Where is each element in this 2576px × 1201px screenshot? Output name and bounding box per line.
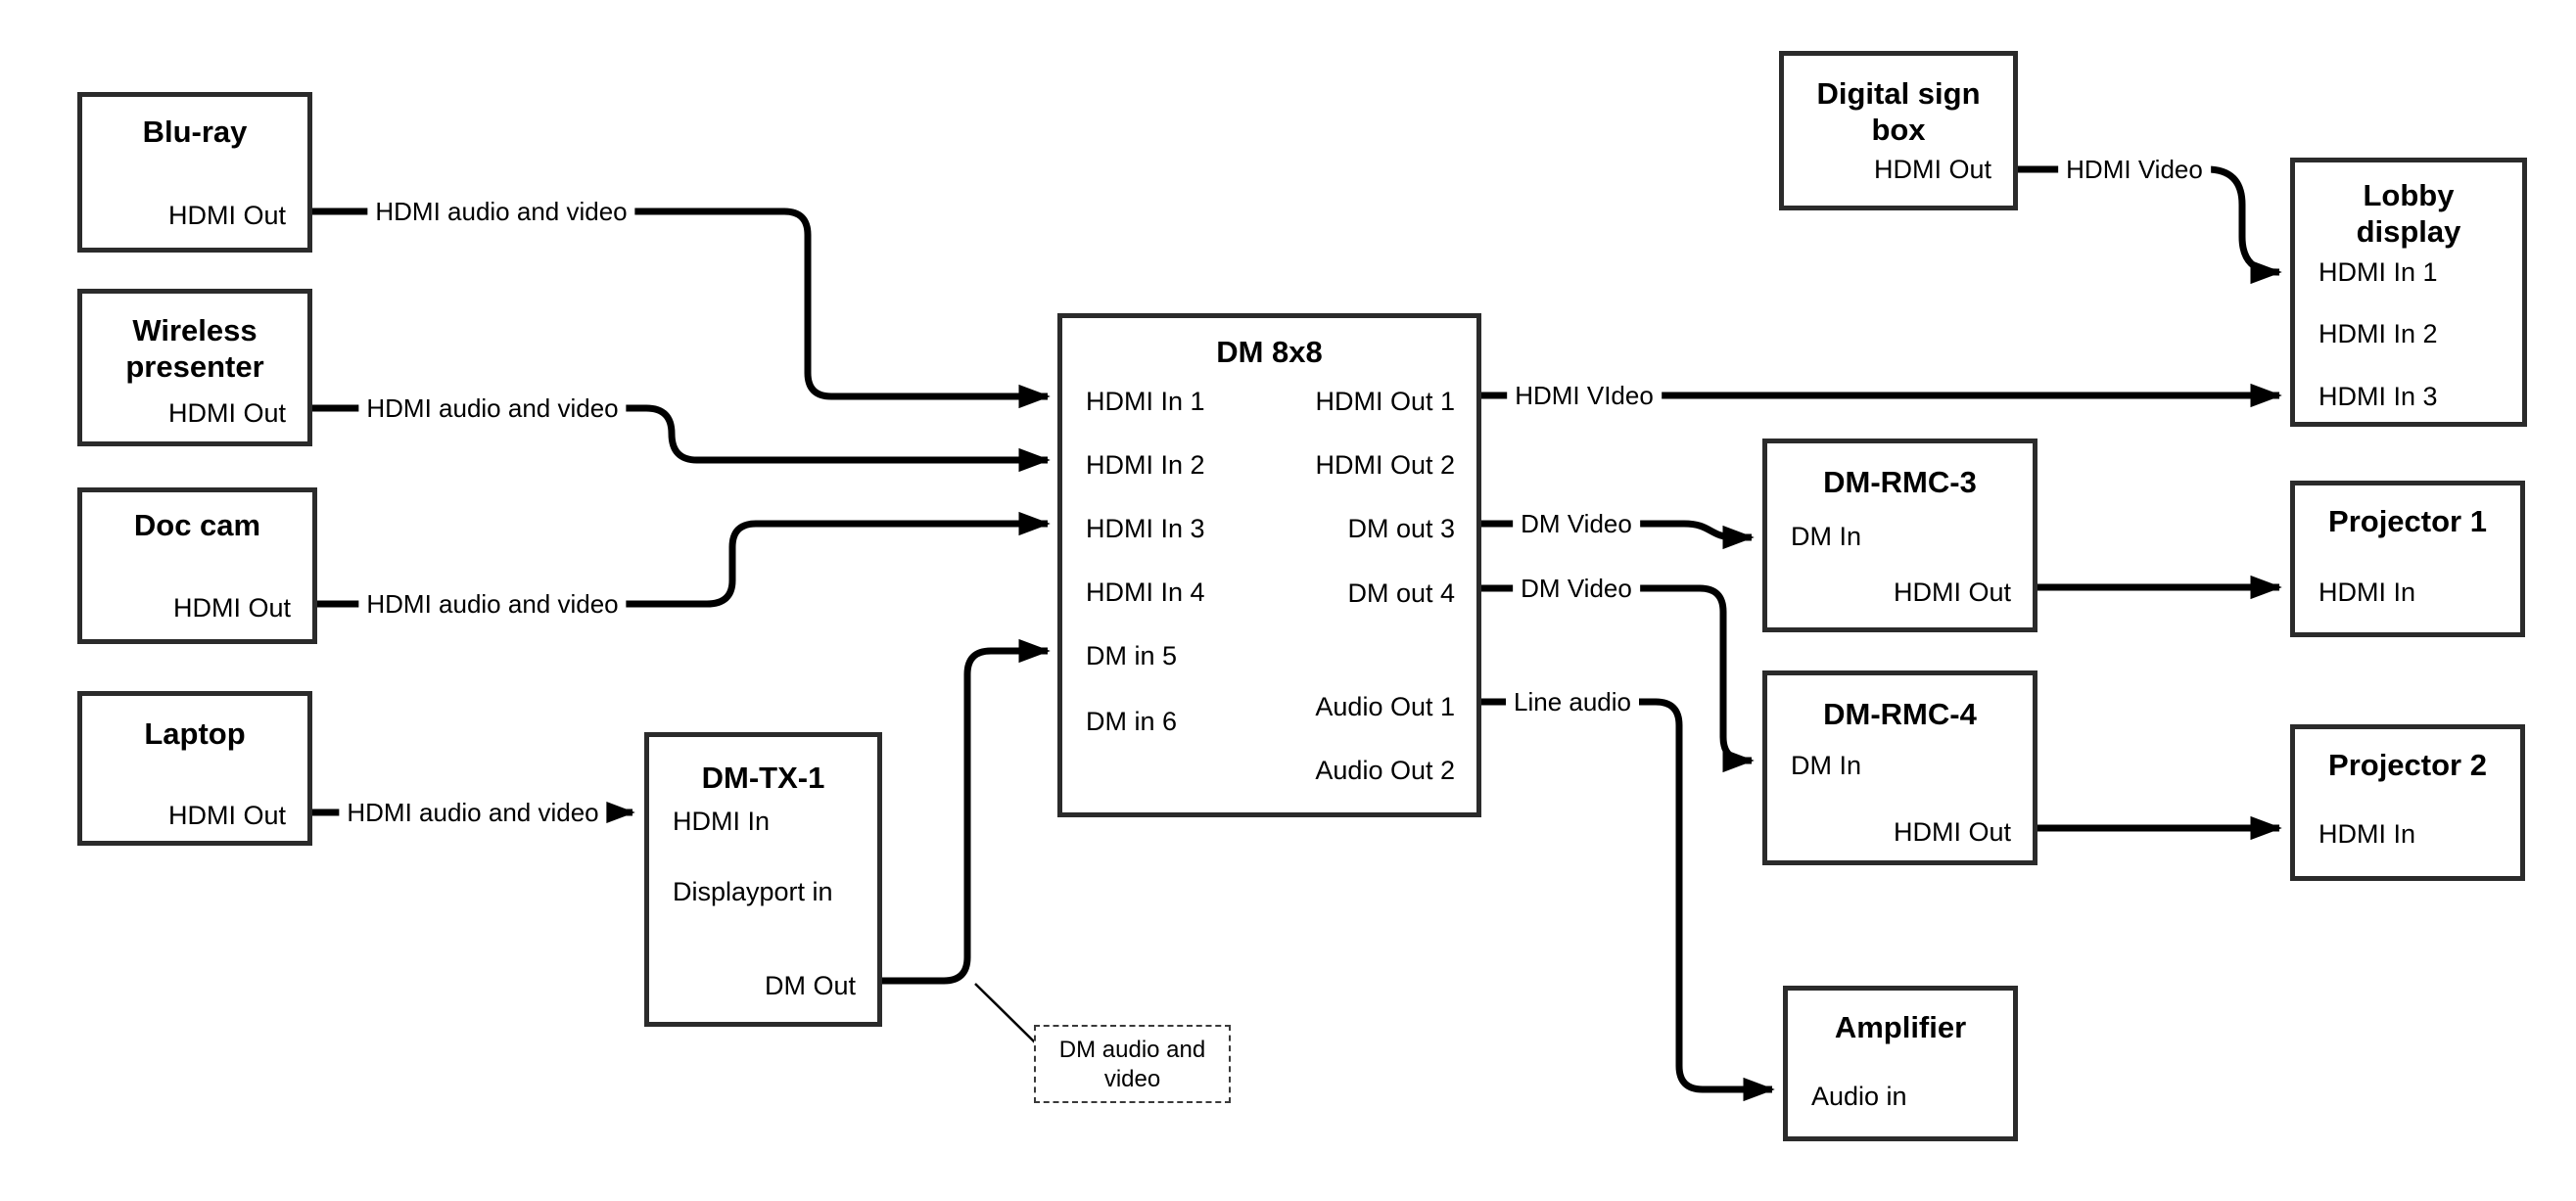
node-digital-sign-box: Digital sign box HDMI Out <box>1779 51 2018 210</box>
wire-label-hdmi-video-long: HDMI VIdeo <box>1507 379 1662 412</box>
wire-label-hdmi-video-sign: HDMI Video <box>2058 153 2211 186</box>
node-blu-ray: Blu-ray HDMI Out <box>77 92 312 253</box>
wire-sign-to-lobby-in1 <box>2018 165 2282 285</box>
node-dm-rmc-3: DM-RMC-3 DM In HDMI Out <box>1762 439 2037 632</box>
node-title: Lobby display <box>2356 178 2461 249</box>
wire-doccam-to-dm8x8-in3 <box>317 511 1051 608</box>
port-hdmi-out-2: HDMI Out 2 <box>1315 450 1455 480</box>
port-dm-in-6: DM in 6 <box>1086 707 1178 736</box>
node-dm-tx-1: DM-TX-1 HDMI In Displayport in DM Out <box>644 732 882 1027</box>
port-displayport-in: Displayport in <box>673 877 833 906</box>
node-amplifier: Amplifier Audio in <box>1783 986 2018 1141</box>
port-hdmi-in: HDMI In <box>673 807 771 836</box>
wire-label-bluray: HDMI audio and video <box>367 195 635 228</box>
wire-label-wireless: HDMI audio and video <box>358 392 627 425</box>
node-dm-8x8: DM 8x8 HDMI In 1 HDMI In 2 HDMI In 3 HDM… <box>1057 313 1481 817</box>
port-dm-out: DM Out <box>764 971 856 1000</box>
wire-wireless-to-dm8x8-in2 <box>312 404 1051 473</box>
port-dm-in: DM In <box>1791 522 1862 551</box>
node-projector-2: Projector 2 HDMI In <box>2290 724 2525 881</box>
port-hdmi-out: HDMI Out <box>172 593 291 623</box>
port-hdmi-out: HDMI Out <box>167 398 286 428</box>
wire-label-laptop: HDMI audio and video <box>339 796 607 829</box>
node-title: Digital sign box <box>1816 76 1981 147</box>
port-hdmi-out-1: HDMI Out 1 <box>1315 387 1455 416</box>
wire-label-dm-video-3: DM Video <box>1513 507 1640 540</box>
port-dm-in-5: DM in 5 <box>1086 641 1178 670</box>
port-hdmi-in: HDMI In <box>2318 819 2416 849</box>
port-hdmi-in-4: HDMI In 4 <box>1086 577 1205 607</box>
wire-bluray-to-dm8x8-in1 <box>312 208 1051 409</box>
wire-dm8x8-out4-to-dmrmc4 <box>1481 584 1755 773</box>
port-hdmi-out: HDMI Out <box>1893 817 2011 847</box>
node-title: DM-RMC-4 <box>1823 697 1977 731</box>
wire-label-line-audio: Line audio <box>1506 685 1639 718</box>
port-hdmi-in-1: HDMI In 1 <box>2318 257 2438 287</box>
wire-dm8x8-aout1-to-amplifier <box>1481 698 1775 1102</box>
port-dm-out-4: DM out 4 <box>1347 578 1455 608</box>
node-lobby-display: Lobby display HDMI In 1 HDMI In 2 HDMI I… <box>2290 158 2527 427</box>
port-hdmi-in-3: HDMI In 3 <box>1086 514 1205 543</box>
node-title: Projector 2 <box>2328 748 2487 782</box>
port-hdmi-out: HDMI Out <box>167 201 286 230</box>
wire-label-dm-video-4: DM Video <box>1513 572 1640 605</box>
port-hdmi-out: HDMI Out <box>167 801 286 830</box>
node-title: Wireless presenter <box>125 313 264 384</box>
port-hdmi-in-3: HDMI In 3 <box>2318 382 2438 411</box>
node-title: Blu-ray <box>142 115 248 149</box>
port-dm-out-3: DM out 3 <box>1347 514 1455 543</box>
node-doc-cam: Doc cam HDMI Out <box>77 487 317 644</box>
port-audio-in: Audio in <box>1811 1082 1907 1111</box>
port-hdmi-in-2: HDMI In 2 <box>1086 450 1205 480</box>
node-title: Laptop <box>144 716 246 751</box>
wire-label-doccam: HDMI audio and video <box>358 587 627 621</box>
node-title: Amplifier <box>1834 1010 1967 1044</box>
wire-dm8x8-out3-to-dmrmc3 <box>1481 520 1755 550</box>
wire-dmtx1-to-dm8x8-in5 <box>882 638 1051 985</box>
node-projector-1: Projector 1 HDMI In <box>2290 481 2525 637</box>
port-dm-in: DM In <box>1791 751 1862 780</box>
node-laptop: Laptop HDMI Out <box>77 691 312 846</box>
port-audio-out-2: Audio Out 2 <box>1315 756 1455 785</box>
port-hdmi-in-1: HDMI In 1 <box>1086 387 1205 416</box>
port-hdmi-out: HDMI Out <box>1893 577 2011 607</box>
node-title: Doc cam <box>133 508 261 542</box>
node-title: DM-TX-1 <box>701 761 825 795</box>
node-dm-rmc-4: DM-RMC-4 DM In HDMI Out <box>1762 670 2037 865</box>
note-callout-line <box>974 983 1037 1044</box>
port-hdmi-in-2: HDMI In 2 <box>2318 319 2438 348</box>
port-hdmi-in: HDMI In <box>2318 577 2416 607</box>
node-title: DM-RMC-3 <box>1823 465 1977 499</box>
port-hdmi-out: HDMI Out <box>1873 155 1991 184</box>
node-wireless-presenter: Wireless presenter HDMI Out <box>77 289 312 446</box>
node-title: Projector 1 <box>2328 504 2487 538</box>
node-title: DM 8x8 <box>1216 335 1323 369</box>
note-dm-audio-video: DM audio and video <box>1034 1025 1231 1103</box>
port-audio-out-1: Audio Out 1 <box>1315 692 1455 721</box>
